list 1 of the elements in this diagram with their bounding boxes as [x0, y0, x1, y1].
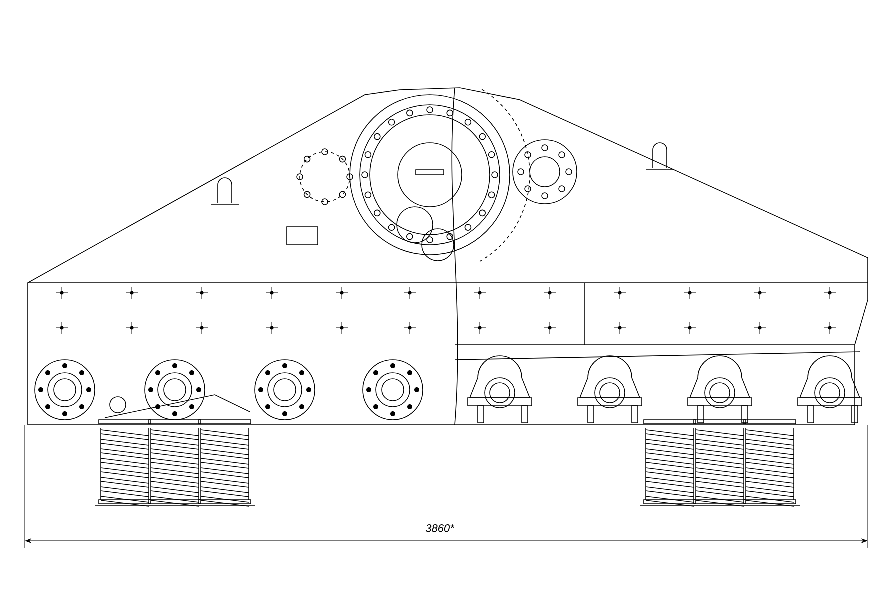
dimension-label: 3860* [426, 524, 455, 532]
